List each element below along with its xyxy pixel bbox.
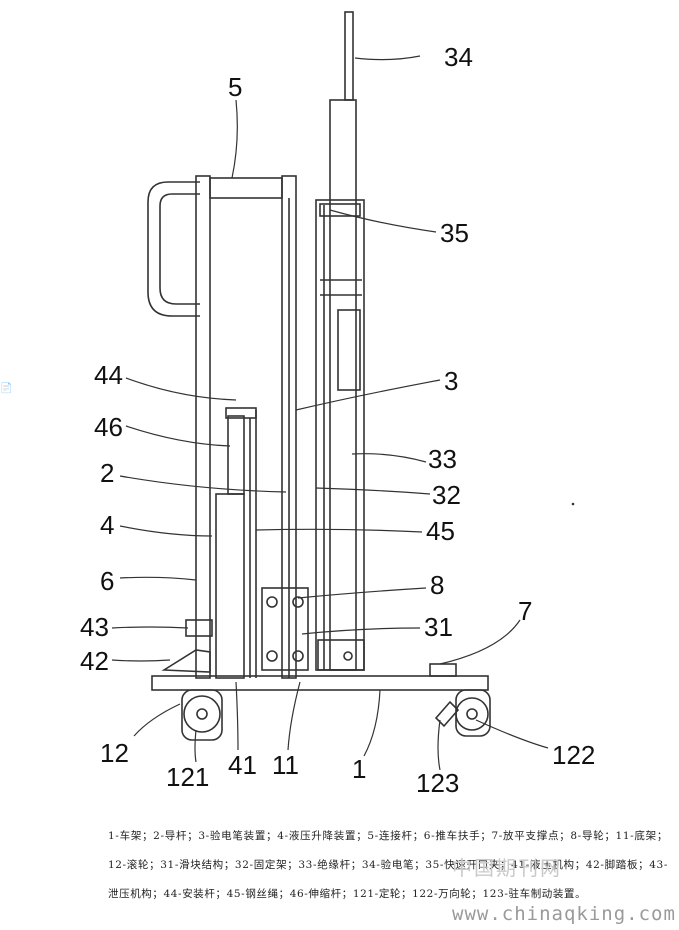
label-121: 121 xyxy=(166,762,209,792)
label-6: 6 xyxy=(100,566,114,596)
base-frame xyxy=(151,675,489,691)
label-122: 122 xyxy=(552,740,595,770)
slider-block xyxy=(261,587,309,671)
label-3: 3 xyxy=(444,366,458,396)
label-1: 1 xyxy=(352,754,366,784)
telescopic-rod xyxy=(227,415,245,495)
label-41: 41 xyxy=(228,750,257,780)
foot-pedal xyxy=(161,649,211,673)
hydraulic-cylinder xyxy=(215,493,245,679)
label-12: 12 xyxy=(100,738,129,768)
label-46: 46 xyxy=(94,412,123,442)
label-43: 43 xyxy=(80,612,109,642)
label-7: 7 xyxy=(518,596,532,626)
label-8: 8 xyxy=(430,570,444,600)
label-42: 42 xyxy=(80,646,109,676)
label-45: 45 xyxy=(426,516,455,546)
label-2: 2 xyxy=(100,458,114,488)
fixed-wheel xyxy=(183,695,221,733)
label-123: 123 xyxy=(416,768,459,798)
watermark-url: www.chinaqking.com xyxy=(452,903,676,925)
relief-mechanism xyxy=(185,619,213,637)
label-35: 35 xyxy=(440,218,469,248)
figure-caption: 1-车架；2-导杆；3-验电笔装置；4-液压升降装置；5-连接杆；6-推车扶手；… xyxy=(108,830,668,900)
label-31: 31 xyxy=(424,612,453,642)
label-34: 34 xyxy=(444,42,473,72)
frame-left-upright xyxy=(195,175,211,679)
label-44: 44 xyxy=(94,360,123,390)
cart-handle xyxy=(147,181,200,317)
label-33: 33 xyxy=(428,444,457,474)
tester-pen xyxy=(344,11,354,101)
label-11: 11 xyxy=(272,750,299,780)
caster-wheel xyxy=(455,697,489,731)
label-4: 4 xyxy=(100,510,114,540)
connecting-rod xyxy=(209,177,283,199)
label-32: 32 xyxy=(432,480,461,510)
label-5: 5 xyxy=(228,72,242,102)
insulating-rod xyxy=(329,99,357,671)
support-point xyxy=(429,663,457,677)
page-edge-icon: 📄 xyxy=(0,383,13,394)
watermark-logo: 中国期刊网 xyxy=(452,856,562,880)
quick-clamp xyxy=(319,203,361,217)
parking-brake xyxy=(434,700,460,728)
